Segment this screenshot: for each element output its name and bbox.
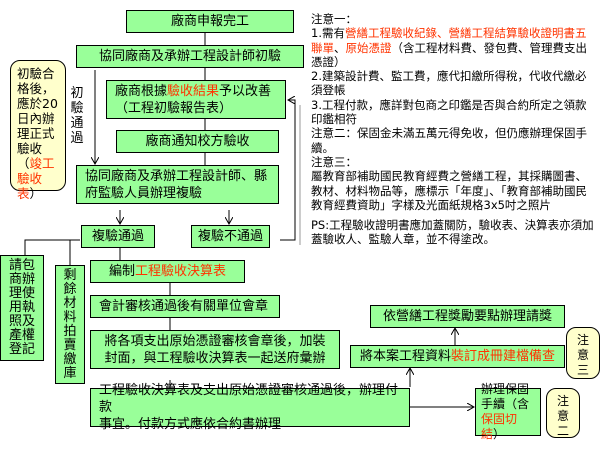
text: 手續（含 [481, 397, 530, 411]
step-text: 編制工程驗收決算表 [109, 263, 226, 280]
note3-title: 注意三： [311, 154, 357, 169]
step-text: 將各項支出原始憑證審核會章後，加裝封面，與工程驗收決算表一起送府彙辦 [104, 333, 325, 367]
red-text: 保固切結 [481, 412, 518, 441]
step-archive: 將本案工程資料裝訂成冊建檔備查 [350, 345, 565, 368]
note3-body: 屬教育部補助國民教育經費之營繕工程，其採購圖書、教材、材料物品等，應標示「年度」… [311, 169, 587, 212]
step-initial-inspection: 協同廠商及承辦工程設計師初驗 [76, 45, 304, 68]
notes-panel: 注意一： 1.需有營繕工程驗收紀錄、營繕工程結算驗收證明書五聯單、原始憑證（含工… [311, 12, 596, 247]
step-text: 協同廠商及承辦工程設計師初驗 [98, 49, 281, 64]
text: 府監驗人員辦理複驗 [85, 185, 203, 201]
step-text: 廠商通知校方驗收 [145, 134, 250, 149]
red-text: 原始憑證 [345, 40, 392, 55]
step-text: 依營繕工程獎勵要點辦理請獎 [382, 309, 552, 324]
step-text: 會計審核通過後有關單位會章 [99, 299, 269, 314]
note1-title: 注意一： [311, 12, 357, 26]
step-contractor-completion: 廠商申報完工 [126, 10, 294, 33]
step-award: 依營繕工程獎勵要點辦理請獎 [370, 305, 565, 328]
red-text: 竣工驗收表 [17, 156, 55, 201]
reinspection-pass: 複驗通過 [81, 225, 155, 248]
red-text: 營繕工程驗收紀錄、營繕工程結算驗收證明書五聯單 [311, 26, 587, 55]
note1-item2: 2.建築設計費、監工費，應代扣繳所得稅，代收代繳必須登帳 [311, 69, 587, 98]
red-text: 工程驗收決算表 [135, 264, 227, 279]
note1-item3: 3.工程付款，應詳對包商之印鑑是否與合約所定之領款印鑑相符 [311, 97, 587, 127]
text: （含工程材料費、發包費、管理費支出憑證） [311, 40, 587, 69]
ps-note: PS:工程驗收證明書應加蓋關防，驗收表、決算表亦須加蓋驗收人、監驗人章，並不得塗… [311, 218, 594, 247]
step-reinspection: 協同廠商及承辦工程設計師、縣府監驗人員辦理複驗 [76, 165, 279, 204]
text: 協同廠商及承辦工程設計師、縣 [85, 168, 268, 184]
text: 1.需有 [311, 26, 345, 41]
text: 予以改善 [219, 83, 272, 99]
text: 封面，與工程驗收決算表一起送府彙辦 [104, 350, 326, 366]
note1-item1: 1.需有營繕工程驗收紀錄、營繕工程結算驗收證明書五聯單、原始憑證（含工程材料費、… [311, 26, 596, 69]
step-payment: 工程驗收決算表及支出原始憑證審核通過後，辦理付款事宜。付款方式應依合約書辦理 [90, 383, 410, 432]
surplus-box: 剩餘材料拍賣繳庫 [55, 265, 85, 384]
step-accounting-review: 會計審核通過後有關單位會章 [90, 295, 280, 318]
initial-pass-label: 初驗通過 [70, 86, 84, 146]
text: 事宜。付款方式應依合約書辦理 [99, 417, 282, 432]
step-text: 複驗不通過 [197, 229, 263, 244]
step-text: 辦理保固手續（含保固切結） [481, 382, 540, 442]
step-text: 廠商根據驗收結果予以改善（工程初驗報告表） [115, 83, 271, 117]
step-text: 複驗通過 [91, 229, 144, 244]
text: 工程驗收決算表及支出原始憑證審核通過後，辦理付款 [99, 383, 399, 415]
text: ） [29, 186, 43, 201]
note2: 注意二：保固金未滿五萬元得免收，但仍應辦理保固手續。 [311, 126, 587, 155]
text: 廠商根據 [115, 83, 168, 99]
step-notify-school: 廠商通知校方驗收 [116, 130, 279, 153]
text: 將本案工程資料 [359, 349, 451, 364]
step-bind-documents: 將各項支出原始憑證審核會章後，加裝封面，與工程驗收決算表一起送府彙辦 [90, 330, 340, 369]
text: （工程初驗報告表） [115, 100, 233, 116]
reinspection-fail: 複驗不通過 [191, 225, 270, 248]
red-text: 裝訂成冊建檔備查 [451, 349, 556, 364]
text: 編制 [108, 264, 135, 279]
step-compile-settlement: 編制工程驗收決算表 [90, 260, 245, 283]
step-warranty: 辦理保固手續（含保固切結） [475, 382, 541, 441]
callout-formal-acceptance: 初驗合格後，應於20日內辦理正式驗收（竣工驗收表） [10, 60, 66, 201]
text: 將各項支出原始憑證審核會章後，加裝 [104, 333, 326, 349]
text: ） [493, 427, 506, 441]
text: 初驗合格後，應於20日內辦理正式驗收（ [17, 66, 58, 171]
step-text: 將本案工程資料裝訂成冊建檔備查 [360, 348, 555, 365]
callout-note3: 注意三 [566, 327, 600, 379]
text: 、 [334, 40, 346, 55]
red-text: 驗收結果 [167, 83, 220, 99]
step-improvement: 廠商根據驗收結果予以改善（工程初驗報告表） [106, 80, 286, 119]
step-text: 廠商申報完工 [170, 14, 249, 29]
license-box: 請包商辦理使用執照及產權登記 [0, 255, 44, 361]
callout-note2: 注意二 [546, 388, 580, 438]
text: 辦理保固 [481, 382, 530, 396]
step-text: 工程驗收決算表及支出原始憑證審核通過後，辦理付款事宜。付款方式應依合約書辦理 [99, 382, 409, 433]
step-text: 協同廠商及承辦工程設計師、縣府監驗人員辦理複驗 [85, 168, 267, 202]
